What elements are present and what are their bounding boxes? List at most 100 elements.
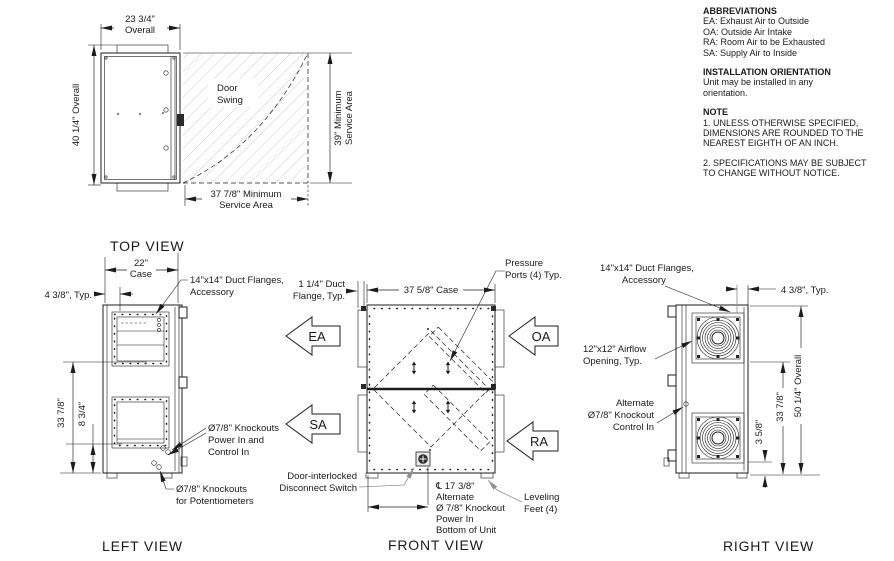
dim-top-overall-width: 23 3/4" Overall [100, 14, 181, 50]
dim-right-flange-offset: 4 3/8", Typ. [726, 285, 829, 313]
sa-duct-opening [111, 396, 170, 449]
airflow-line2: Opening, Typ. [583, 356, 642, 367]
dim-width-value: 23 3/4" [125, 14, 155, 25]
knockouts-power-line3: Control In [208, 447, 249, 458]
knockout-control [165, 449, 171, 455]
foot [678, 472, 690, 479]
alt-knockout-line4: Power In [436, 514, 474, 525]
front-view-title: FRONT VIEW [388, 537, 484, 553]
disconnect-line2: Disconnect Switch [279, 483, 357, 494]
fan-hub [711, 431, 725, 445]
duct-flanges-line1: 14"x14" Duct Flanges, [190, 275, 284, 286]
left-view: 22" Case 4 3/8", Typ. 33 7/8" 8 3/4" 14"… [44, 253, 284, 554]
right-alt-knockout-line2: Ø7/8" Knockout [588, 410, 655, 421]
ea-arrow [285, 316, 341, 356]
note2-line2: TO CHANGE WITHOUT NOTICE. [703, 168, 840, 179]
dim-top-overall-depth: 40 1/4" Overall [71, 44, 117, 186]
right-alt-knockout-line1: Alternate [616, 398, 654, 409]
right-view-title: RIGHT VIEW [723, 538, 814, 554]
airflow-line1: 12"x12" Airflow [583, 344, 646, 355]
abbreviation-sa: SA: Supply Air to Inside [703, 47, 798, 58]
dim-width-word: Overall [125, 25, 155, 36]
duct-flanges-line2: Accessory [190, 287, 234, 298]
alt-knockout-line3: Ø 7/8" Knockout [436, 503, 505, 514]
note1-line2: DIMENSIONS ARE ROUNDED TO THE [703, 128, 864, 139]
oa-arrow-label: OA [532, 329, 551, 344]
foot [736, 472, 748, 479]
notes-panel: ABBREVIATIONS EA: Exhaust Air to Outside… [703, 6, 893, 179]
pressure-port [411, 400, 417, 414]
top-view-title: TOP VIEW [110, 238, 184, 254]
pressure-port [411, 361, 417, 375]
callout-leveling-feet: Leveling Feet (4) [487, 479, 559, 515]
dim-front-case: 37 5/8" Case [366, 284, 496, 303]
note1-line3: NEAREST EIGHTH OF AN INCH. [703, 138, 839, 149]
disconnect-switch-symbol [415, 451, 431, 467]
dim-8-label: 8 3/4" [77, 402, 88, 427]
abbreviation-ea: EA: Exhaust Air to Outside [703, 16, 810, 27]
door-swing-label-line2: Swing [217, 95, 243, 106]
disconnect-line1: Door-interlocked [287, 471, 357, 482]
bottom-duct-flange [116, 182, 169, 192]
hinge-bottom [178, 376, 188, 389]
dim-left-flange-offset: 4 3/8", Typ. [44, 287, 133, 311]
alt-knockout-line1: ℄ 17 3/8" [435, 481, 475, 492]
door-swing-hatch-region [183, 53, 308, 183]
sa-arrow [285, 404, 341, 444]
sa-flange [357, 394, 368, 453]
service-bottom-line2: Service Area [219, 200, 274, 211]
abbreviations-title: ABBREVIATIONS [703, 6, 777, 16]
callout-knockouts-potentiometers: Ø7/8" Knockouts for Potentiometers [159, 470, 254, 507]
pressure-line1: Pressure [505, 258, 543, 269]
knockouts-power-line2: Power In and [208, 435, 264, 446]
note-title: NOTE [703, 107, 729, 118]
dim-right-overall: 50 1/4" Overall [793, 306, 807, 474]
hinge-top [178, 306, 188, 319]
dim-33-label: 33 7/8" [775, 392, 786, 422]
dim-left-8: 8 3/4" [60, 402, 122, 474]
dim-right-33: 33 7/8" [775, 362, 789, 474]
duct-flange-line2: Flange, Typ. [293, 291, 345, 302]
callout-duct-flanges-right: 14"x14" Duct Flanges, Accessory [600, 263, 731, 313]
service-right-line1: 39" Minimum [333, 90, 344, 145]
installation-line2: orientation. [703, 87, 748, 98]
hinge-bottom [667, 449, 677, 462]
pressure-port [445, 400, 451, 414]
duct-flange-line1: 1 1/4" Duct [298, 279, 345, 290]
knockout-control-in [683, 401, 689, 407]
callout-knockouts-power: Ø7/8" Knockouts Power In and Control In [167, 423, 279, 458]
ra-arrow-label: RA [530, 434, 548, 449]
abbreviation-oa: OA: Outside Air Intake [703, 26, 793, 37]
fan-opening-top [691, 312, 745, 364]
leveling-foot [365, 472, 379, 479]
service-bottom-line1: 37 7/8" Minimum [211, 189, 282, 200]
dim-alt-knockout: ℄ 17 3/8" Alternate Ø 7/8" Knockout Powe… [367, 467, 505, 536]
hinge-top [667, 305, 677, 318]
knockouts-pot-line1: Ø7/8" Knockouts [176, 484, 247, 495]
dim-case-value: 22" [134, 258, 148, 269]
oa-flange [494, 309, 505, 368]
right-flange-offset-label: 4 3/8", Typ. [781, 285, 829, 296]
ra-flange [494, 394, 505, 453]
fan-hub [711, 331, 725, 345]
unit-outline-left [102, 304, 183, 474]
top-duct-flange [116, 44, 169, 54]
callout-duct-flanges-left: 14"x14" Duct Flanges, Accessory [155, 275, 284, 315]
oa-arrow [508, 316, 559, 356]
airflow-arrows: EA OA SA RA [285, 316, 559, 461]
hinge-middle [667, 374, 677, 387]
door-swing-arc [182, 54, 308, 184]
fan-opening-bottom [691, 412, 745, 464]
dim-right-3: 3 5/8" [754, 420, 768, 488]
damper-upper [428, 326, 496, 394]
dim-duct-flange: 1 1/4" Duct Flange, Typ. [293, 279, 365, 308]
ea-flange [357, 309, 368, 368]
alt-knockout-line5: Bottom of Unit [436, 525, 497, 536]
dim-left-33: 33 7/8" [56, 361, 147, 473]
top-view: Door Swing 23 3/4" Overall [71, 14, 355, 254]
pressure-port [445, 361, 451, 375]
knockouts-power-line1: Ø7/8" Knockouts [208, 423, 279, 434]
side-connector [663, 457, 670, 467]
